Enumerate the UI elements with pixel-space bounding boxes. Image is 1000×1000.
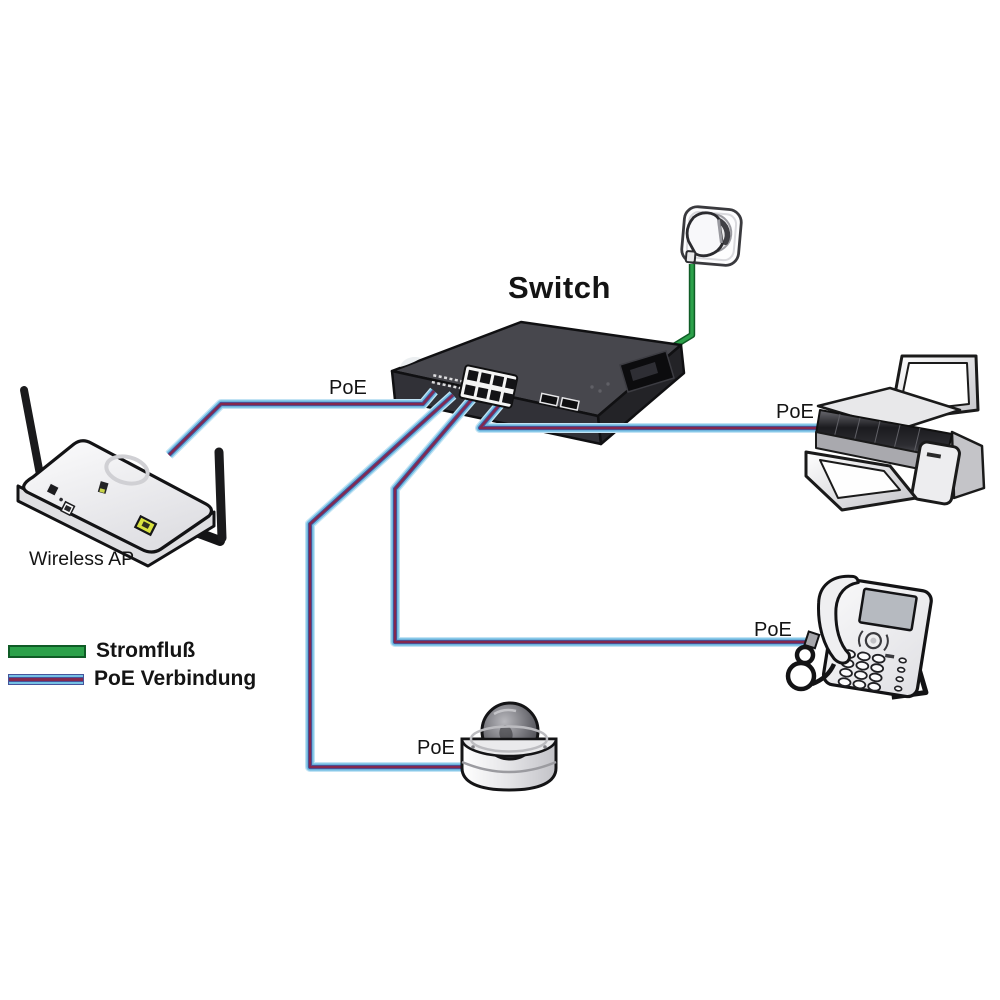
dome-camera-illustration [460, 701, 558, 792]
poe-line-swatch [8, 673, 84, 685]
poe-label-phone: PoE [754, 619, 792, 641]
phone-handset [817, 574, 860, 665]
poe-label-wireless-ap: PoE [329, 377, 367, 399]
switch-sfp-ports [539, 392, 580, 412]
printer-button [926, 452, 942, 459]
ap-ring [104, 454, 150, 486]
phone-cord [785, 630, 837, 692]
ap-top [22, 439, 213, 554]
ip-phone-illustration [785, 574, 933, 700]
legend: Stromfluß PoE Verbindung [8, 639, 257, 696]
switch-led-indicators [431, 374, 464, 390]
ap-front-ports [44, 481, 76, 517]
printer-illustration [804, 354, 986, 512]
legend-item-poe: PoE Verbindung [8, 667, 257, 690]
ap-poe-port [133, 514, 158, 537]
legend-poe-label: PoE Verbindung [94, 667, 257, 690]
poe-cable-camera [310, 395, 466, 767]
legend-power-label: Stromfluß [96, 639, 196, 662]
switch-label: Switch [508, 270, 611, 305]
legend-item-power: Stromfluß [8, 639, 256, 662]
power-line-swatch [8, 644, 86, 658]
poe-label-camera: PoE [417, 737, 455, 759]
switch-logo [400, 357, 421, 367]
phone-keypad [837, 649, 886, 692]
wireless-ap-illustration [16, 386, 227, 568]
power-plug [685, 211, 724, 258]
wall-outlet [680, 205, 743, 267]
phone-screen [858, 587, 918, 632]
switch-port-block [458, 364, 519, 409]
poe-label-printer: PoE [776, 401, 814, 423]
power-cable [674, 264, 692, 346]
wireless-ap-label: Wireless AP [29, 548, 135, 570]
